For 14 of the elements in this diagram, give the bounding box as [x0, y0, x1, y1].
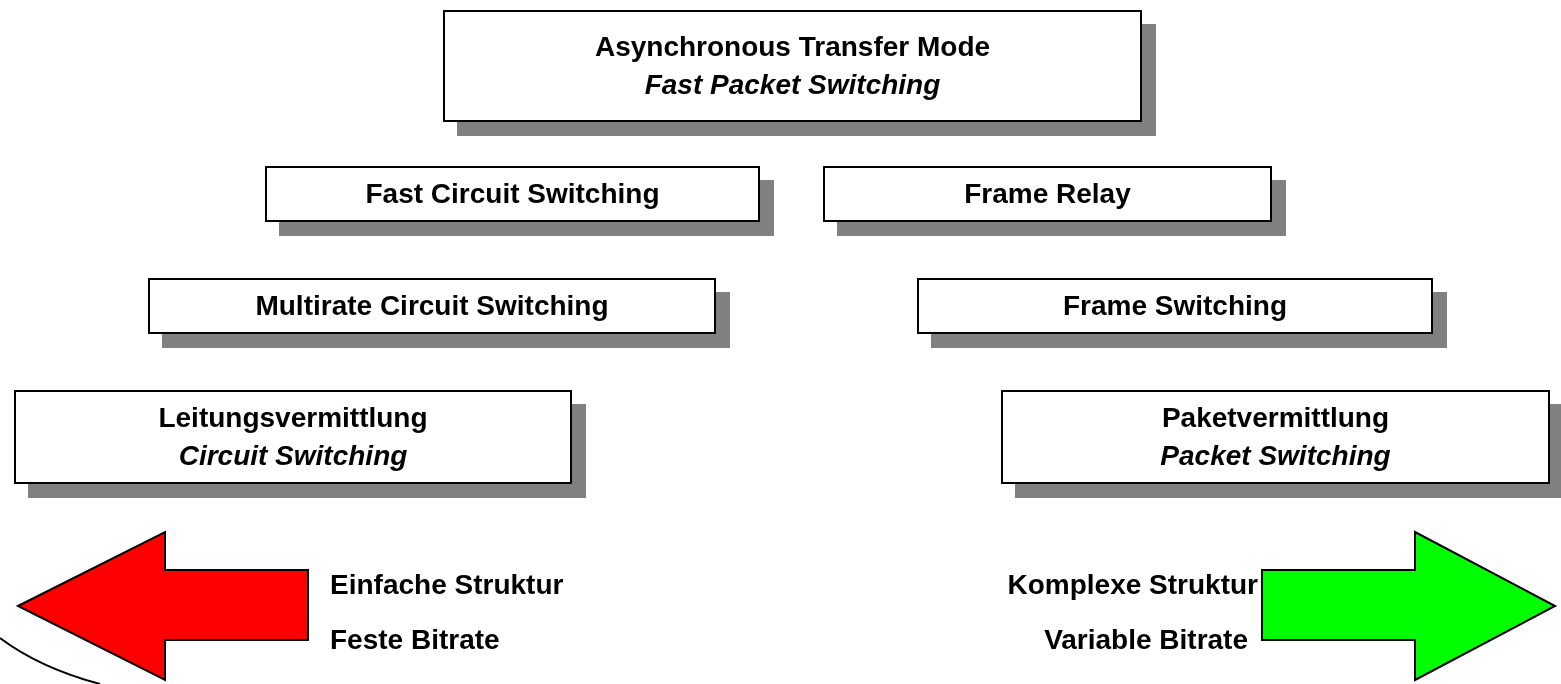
- title-text: Frame Switching: [1062, 289, 1287, 323]
- title-text: Asynchronous Transfer Mode: [594, 30, 991, 64]
- title-text: Multirate Circuit Switching: [255, 289, 609, 323]
- title-text: Fast Circuit Switching: [365, 177, 660, 211]
- title-text: Leitungsvermittlung: [158, 401, 428, 435]
- subtitle-text: Packet Switching: [1160, 439, 1391, 473]
- note-text: Variable Bitrate: [1044, 623, 1248, 657]
- title-text: Paketvermittlung: [1161, 401, 1390, 435]
- note-text: Komplexe Struktur: [1007, 568, 1258, 602]
- note-text: Feste Bitrate: [330, 623, 500, 657]
- note-text: Einfache Struktur: [330, 568, 564, 602]
- subtitle-text: Circuit Switching: [178, 439, 408, 473]
- subtitle-text: Fast Packet Switching: [644, 68, 941, 102]
- title-text: Frame Relay: [964, 177, 1131, 211]
